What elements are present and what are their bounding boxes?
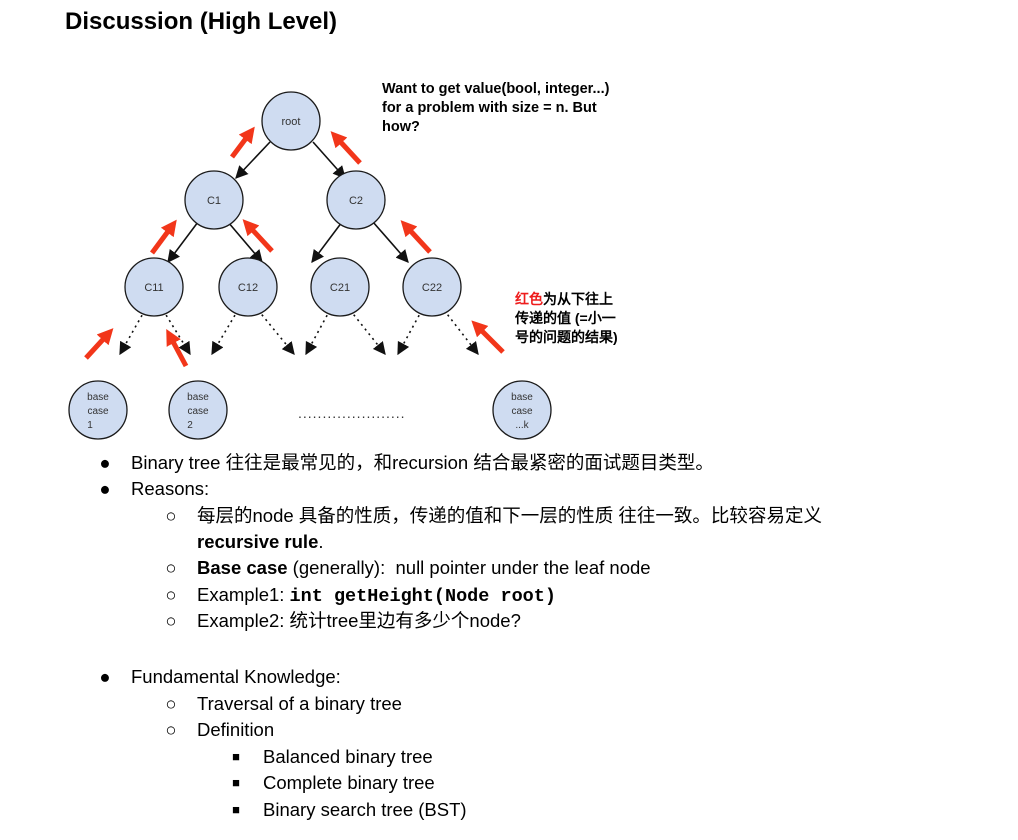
node-root: root xyxy=(261,91,321,151)
dotted-edge xyxy=(119,309,146,356)
recursion-tree-diagram: root C1 C2 C11 C12 C21 C22 base case 1 b… xyxy=(68,91,552,440)
node-c21-label: C21 xyxy=(330,282,350,294)
edge-c1-c12 xyxy=(227,221,263,263)
node-c11-label: C11 xyxy=(144,282,163,294)
dotted-edge xyxy=(349,309,386,356)
bullet-square: ■ xyxy=(232,749,240,764)
node-c12-label: C12 xyxy=(238,282,258,294)
list-item-text: Fundamental Knowledge: xyxy=(131,666,341,687)
question-note-line: how? xyxy=(382,119,420,135)
edge-c1-c11 xyxy=(167,221,199,264)
list-item-text: . xyxy=(318,531,324,552)
list-item-text: Binary tree 往往是最常见的，和recursion 结合最紧密的面试题… xyxy=(131,452,714,473)
bullet-disc: ● xyxy=(99,478,111,499)
node-c1: C1 xyxy=(184,170,244,230)
bullet-circle: ○ xyxy=(165,610,177,631)
bullet-disc: ● xyxy=(99,452,111,473)
dotted-edge xyxy=(305,309,331,356)
red-arrow xyxy=(400,220,432,254)
base-case-1-line3: 1 xyxy=(87,420,93,431)
list-item-text: Binary search tree (BST) xyxy=(263,799,467,820)
node-c22: C22 xyxy=(402,257,462,317)
edge-root-c2 xyxy=(312,141,346,179)
list-item-text: Example1: xyxy=(197,584,290,605)
red-arrow xyxy=(230,126,255,159)
base-case-2: base case 2 xyxy=(168,380,228,440)
code-snippet: int getHeight(Node root) xyxy=(289,586,556,607)
question-note: Want to get value(bool, integer...) for … xyxy=(382,80,652,137)
list-item-text: Balanced binary tree xyxy=(263,746,433,767)
red-arrow xyxy=(242,219,274,253)
edge-c2-c21 xyxy=(311,221,343,264)
bullet-circle: ○ xyxy=(165,557,177,578)
legend-line: 号的问题的结果) xyxy=(515,329,618,345)
node-c2-label: C2 xyxy=(349,195,363,207)
list-item-text: Definition xyxy=(197,719,275,740)
question-note-line: Want to get value(bool, integer...) xyxy=(382,81,610,97)
node-c12: C12 xyxy=(218,257,278,317)
sub-list-item-continuation: recursive rule. xyxy=(197,529,324,556)
page-title: Discussion (High Level) xyxy=(65,8,338,35)
red-arrow xyxy=(149,219,177,255)
list-item-text: Complete binary tree xyxy=(263,772,435,793)
node-c22-label: C22 xyxy=(422,282,442,294)
base-case-k-line1: base xyxy=(511,392,533,403)
red-arrow xyxy=(166,328,189,368)
base-case-2-line1: base xyxy=(187,392,209,403)
list-item-text: Example2: 统计tree里边有多少个node? xyxy=(197,610,521,631)
red-arrow xyxy=(330,131,362,165)
node-c2: C2 xyxy=(326,170,386,230)
legend-red-word: 红色 xyxy=(515,291,543,307)
base-case-1-line2: case xyxy=(87,406,109,417)
node-root-label: root xyxy=(282,116,301,128)
bold-term: Base case xyxy=(197,557,288,578)
list-item-text: Traversal of a binary tree xyxy=(197,693,402,714)
bullet-square: ■ xyxy=(232,802,240,817)
base-case-2-line2: case xyxy=(187,406,209,417)
bold-term: recursive rule xyxy=(197,531,319,552)
node-c21: C21 xyxy=(310,257,370,317)
ellipsis-dots: ...................... xyxy=(298,405,406,421)
base-case-1-line1: base xyxy=(87,392,109,403)
edge-root-c1 xyxy=(235,141,271,179)
list-item-text: Reasons: xyxy=(131,478,210,499)
node-c11: C11 xyxy=(124,257,184,317)
question-note-line: for a problem with size = n. But xyxy=(382,100,597,116)
list-item-text: 每层的node 具备的性质，传递的值和下一层的性质 往往一致。比较容易定义 xyxy=(197,505,822,526)
base-case-k: base case ...k xyxy=(492,380,552,440)
bullet-circle: ○ xyxy=(165,693,177,714)
base-case-2-line3: 2 xyxy=(187,420,193,431)
base-case-1: base case 1 xyxy=(68,380,128,440)
bullet-square: ■ xyxy=(232,775,240,790)
red-arrow xyxy=(84,328,114,360)
bullet-disc: ● xyxy=(99,666,111,687)
dotted-edge xyxy=(397,309,423,356)
red-arrow xyxy=(471,320,505,354)
base-case-k-line3: ...k xyxy=(515,420,529,431)
bullet-circle: ○ xyxy=(165,719,177,740)
dotted-edge xyxy=(257,309,295,355)
bullet-circle: ○ xyxy=(165,584,177,605)
edge-c2-c22 xyxy=(372,221,409,263)
bullet-circle: ○ xyxy=(165,505,177,526)
base-case-k-line2: case xyxy=(511,406,533,417)
red-arrow-legend: 红色为从下往上 传递的值 (=小一 号的问题的结果) xyxy=(515,290,655,347)
list-item-text: (generally): null pointer under the leaf… xyxy=(287,557,651,578)
node-c1-label: C1 xyxy=(207,195,221,207)
legend-line: 红色为从下往上 xyxy=(515,290,655,309)
legend-line1-rest: 为从下往上 xyxy=(543,291,613,307)
legend-line: 传递的值 (=小一 xyxy=(515,310,616,326)
dotted-edge xyxy=(443,309,479,356)
dotted-edge xyxy=(211,309,239,356)
